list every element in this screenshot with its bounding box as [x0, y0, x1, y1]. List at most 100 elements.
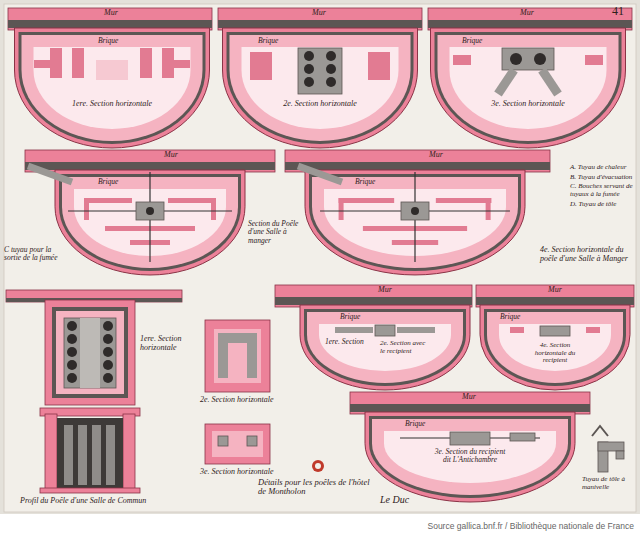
- flue-column: [78, 425, 87, 485]
- stove-body: [15, 28, 210, 148]
- drawing-label: 3e. Section horizontale: [488, 100, 568, 109]
- drawing-label: Brique: [462, 37, 482, 45]
- stove-shadow: [227, 32, 414, 144]
- drawing-label: 1ere. Section horizontale: [140, 335, 200, 353]
- flue-partition: [211, 198, 216, 220]
- drawing-label: Le Duc: [380, 494, 409, 505]
- drawing-label: Brique: [258, 37, 278, 45]
- brick-lining: [487, 312, 623, 383]
- heat-fin: [34, 60, 52, 68]
- stove-core: [499, 324, 611, 371]
- drawing-label: Brique: [405, 420, 425, 428]
- flue-hole: [411, 207, 419, 215]
- brick-lining: [212, 431, 263, 457]
- drawing-label: 41: [612, 5, 624, 18]
- library-stamp: [315, 463, 321, 469]
- flue-block: [375, 325, 395, 336]
- sheet-title: Détails pour les poêles de l'hôtel de Mo…: [258, 478, 376, 497]
- drawing-label: C tuyau pour la sortie de la fumée: [4, 246, 60, 263]
- brick-lining: [307, 312, 463, 383]
- hearth: [96, 60, 128, 80]
- flue-column: [106, 425, 115, 485]
- flue-hole: [146, 207, 154, 215]
- flue-block: [64, 318, 116, 388]
- wall-shadow: [275, 297, 472, 305]
- heat-fin: [72, 48, 84, 78]
- flue-block: [298, 48, 342, 94]
- flue-pipe: [218, 436, 228, 446]
- tin-pipe: [616, 451, 624, 459]
- stove-core: [242, 47, 399, 129]
- heat-fin: [172, 60, 190, 68]
- stove-body: [365, 412, 575, 502]
- flue-partition: [339, 198, 395, 203]
- stove-post: [45, 414, 57, 490]
- wall: [350, 392, 590, 414]
- flue-block: [136, 202, 164, 220]
- drawing-label: Brique: [98, 37, 118, 45]
- recipient: [540, 326, 570, 336]
- wall: [25, 150, 275, 172]
- flue-column: [64, 425, 73, 485]
- stove-shadow: [484, 309, 626, 386]
- heat-fin: [585, 55, 603, 65]
- drawing-label: A. Tuyau de chaleur: [570, 164, 634, 172]
- wall-shadow: [476, 297, 634, 305]
- flue-hole: [304, 77, 314, 87]
- stove-shadow: [304, 309, 466, 386]
- flue-hole: [103, 334, 113, 344]
- brick-lining: [438, 35, 619, 141]
- drawing-label: 3e. Section horizontale: [200, 468, 278, 477]
- stove-body: [480, 305, 630, 390]
- wall-shadow: [285, 162, 550, 170]
- drawing-label: 4e. Section horizontale du recipient: [525, 342, 585, 365]
- stove-body: [55, 170, 245, 275]
- stove-core: [34, 47, 191, 129]
- brick-lining: [372, 419, 568, 495]
- flue-block: [401, 202, 429, 220]
- heat-fin: [586, 327, 600, 333]
- flue-hole: [326, 64, 336, 74]
- drawing-label: Profil du Poêle d'une Salle de Commun: [20, 497, 146, 506]
- drawing-label: Tuyau de tôle à manivelle: [582, 476, 634, 491]
- flue-hole: [326, 51, 336, 61]
- drawing-label: Mur: [462, 393, 476, 402]
- drawing-label: Mur: [104, 9, 118, 18]
- flue-hole: [326, 77, 336, 87]
- flue-hole: [103, 347, 113, 357]
- stove-body: [305, 170, 525, 275]
- drawing-label: Brique: [98, 178, 118, 186]
- drawing-label: Section du Poêle d'une Salle à manger: [248, 220, 304, 245]
- drawing-label: Brique: [500, 313, 520, 321]
- flue-partition: [84, 198, 89, 220]
- flue-partition: [339, 198, 344, 220]
- stove-base: [40, 488, 140, 493]
- drawing-label: Mur: [378, 286, 392, 295]
- flue-hole: [510, 53, 522, 65]
- stove-post: [123, 414, 135, 490]
- flue-hole: [67, 334, 77, 344]
- wall: [428, 8, 632, 30]
- drawing-label: Mur: [164, 151, 178, 160]
- flue-hole: [304, 64, 314, 74]
- drawing-label: Brique: [355, 178, 375, 186]
- brick-lining: [214, 329, 261, 383]
- pipe: [498, 70, 514, 94]
- smoke-pipe: [298, 166, 342, 182]
- drawing-label: Mur: [548, 286, 562, 295]
- drawing-label: Mur: [520, 9, 534, 18]
- flue-partition: [168, 198, 216, 203]
- pipe: [335, 327, 373, 333]
- flue-partition: [486, 198, 491, 220]
- stove-body: [45, 300, 135, 405]
- stove-shadow: [19, 32, 206, 144]
- heat-fin: [368, 52, 390, 80]
- pipe: [397, 327, 435, 333]
- wall: [285, 150, 550, 172]
- drawing-label: 4e. Section horizontale du poêle d'une S…: [540, 246, 634, 264]
- flue-block: [502, 48, 554, 70]
